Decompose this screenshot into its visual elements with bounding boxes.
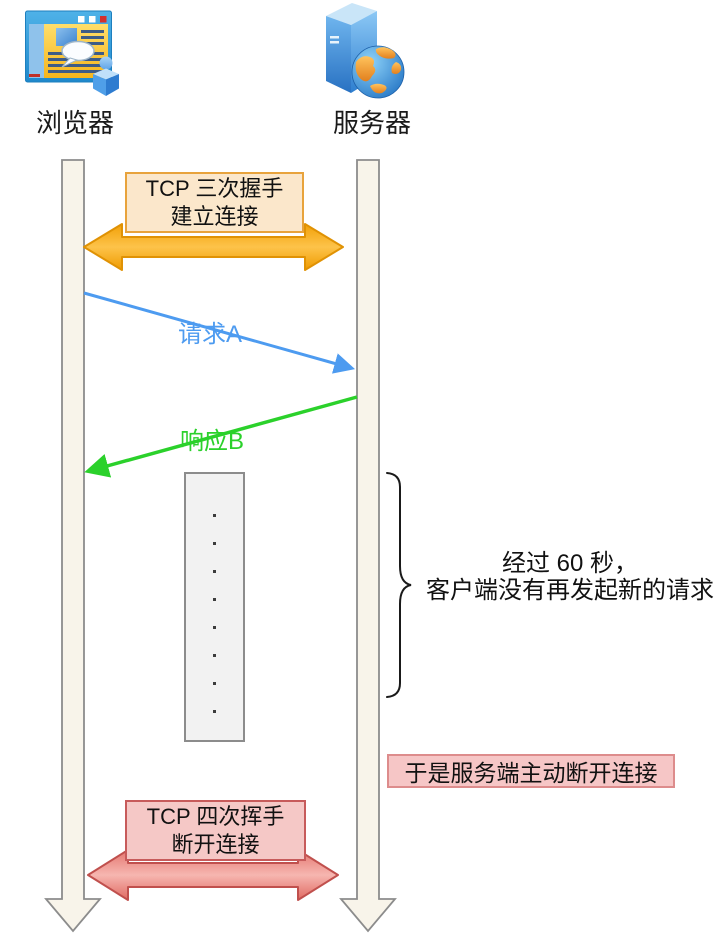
- response-label: 响应B: [180, 428, 245, 455]
- server-globe-icon: [326, 3, 405, 99]
- window-close-button: [100, 16, 107, 23]
- window-button: [89, 16, 96, 23]
- idle-note-line2: 客户端没有再发起新的请求: [426, 577, 714, 604]
- idle-note-line1: 经过 60 秒，: [501, 550, 639, 577]
- idle-note: 经过 60 秒， 客户端没有再发起新的请求: [422, 550, 718, 604]
- handshake-note: TCP 三次握手 建立连接: [125, 172, 304, 233]
- ellipsis-dot: [213, 598, 216, 601]
- response-arrow-line: [84, 395, 358, 478]
- teardown-note-line2: 断开连接: [171, 831, 260, 857]
- actor-label-browser: 浏览器: [35, 108, 114, 138]
- ellipsis-dot: [213, 570, 216, 573]
- handshake-note-line1: TCP 三次握手: [145, 175, 284, 201]
- speech-bubble-icon: [61, 40, 95, 68]
- server-lifeline: [339, 159, 397, 933]
- ellipsis-dot: [213, 626, 216, 629]
- browser-lifeline: [44, 159, 102, 933]
- handshake-note-line2: 建立连接: [170, 203, 259, 229]
- ellipsis-dot: [213, 654, 216, 657]
- teardown-note: TCP 四次挥手 断开连接: [125, 800, 306, 861]
- request-label: 请求A: [178, 321, 243, 348]
- globe-icon: [351, 45, 405, 99]
- ellipsis-dot: [213, 710, 216, 713]
- ellipsis-dot: [213, 542, 216, 545]
- handshake-double-arrow: [83, 223, 344, 271]
- window-sidebar: [29, 24, 44, 78]
- browser-window-icon: [25, 10, 119, 96]
- content-red-line: [29, 74, 40, 77]
- window-button: [78, 16, 85, 23]
- user-cube-icon: [93, 56, 119, 96]
- teardown-note-line1: TCP 四次挥手: [146, 803, 285, 829]
- ellipsis-dot: [213, 514, 216, 517]
- ellipsis-dot: [213, 682, 216, 685]
- idle-brace: [386, 472, 412, 698]
- ellipsis-dots: [184, 472, 245, 742]
- actor-label-server: 服务器: [332, 108, 411, 138]
- disconnect-note: 于是服务端主动断开连接: [387, 754, 675, 788]
- request-arrow-line: [83, 291, 356, 374]
